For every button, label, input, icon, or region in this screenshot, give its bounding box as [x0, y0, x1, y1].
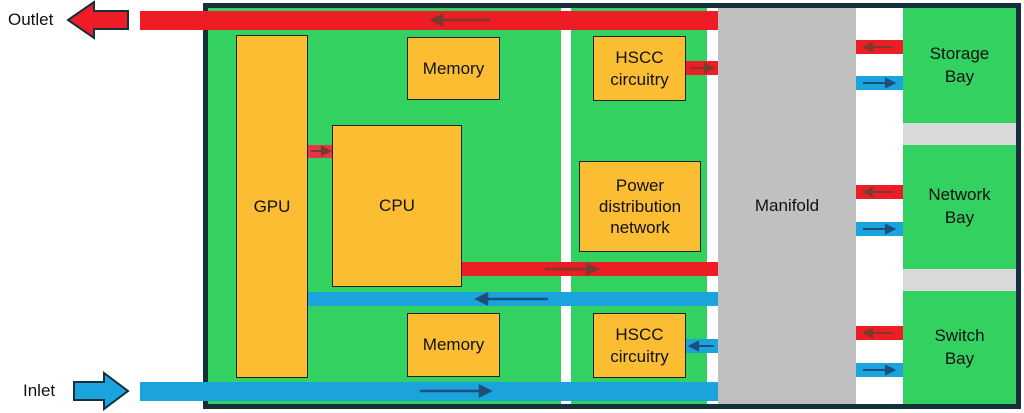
- bay-divider-2: [903, 269, 1016, 291]
- memory-bottom-box: Memory: [407, 313, 500, 377]
- outlet-pipe: [140, 11, 718, 30]
- flow-arrow-left-icon: [861, 327, 893, 339]
- flow-arrow-left-icon: [861, 186, 893, 198]
- flow-arrow-left-icon: [687, 340, 714, 352]
- flow-arrow-right-icon: [863, 77, 897, 89]
- storage-bay: Storage Bay: [903, 8, 1016, 123]
- switch-bay: Switch Bay: [903, 291, 1016, 404]
- flow-arrow-left-icon: [474, 291, 548, 307]
- flow-arrow-right-icon: [545, 261, 600, 277]
- flow-arrow-left-icon: [861, 41, 893, 53]
- network-bay: Network Bay: [903, 145, 1016, 269]
- outlet-arrow-icon: [66, 0, 129, 40]
- hscc-bottom-box: HSCC circuitry: [593, 313, 686, 378]
- gpu-box: GPU: [236, 35, 308, 378]
- manifold-label: Manifold: [754, 196, 820, 215]
- flow-arrow-right-icon: [863, 223, 897, 235]
- memory-top-box: Memory: [407, 37, 500, 100]
- inlet-arrow-icon: [73, 371, 130, 411]
- flow-arrow-right-icon: [420, 383, 493, 399]
- flow-arrow-right-icon: [690, 62, 716, 74]
- flow-arrow-right-icon: [863, 364, 897, 376]
- outlet-label: Outlet: [8, 10, 54, 29]
- inlet-label: Inlet: [23, 381, 56, 400]
- flow-arrow-left-icon: [429, 12, 490, 28]
- cpu-box: CPU: [332, 125, 462, 287]
- flow-arrow-right-icon: [311, 145, 333, 157]
- manifold: Manifold: [718, 8, 856, 404]
- bay-divider-1: [903, 123, 1016, 145]
- power-distribution-box: Power distribution network: [579, 161, 701, 252]
- hscc-top-box: HSCC circuitry: [593, 36, 686, 101]
